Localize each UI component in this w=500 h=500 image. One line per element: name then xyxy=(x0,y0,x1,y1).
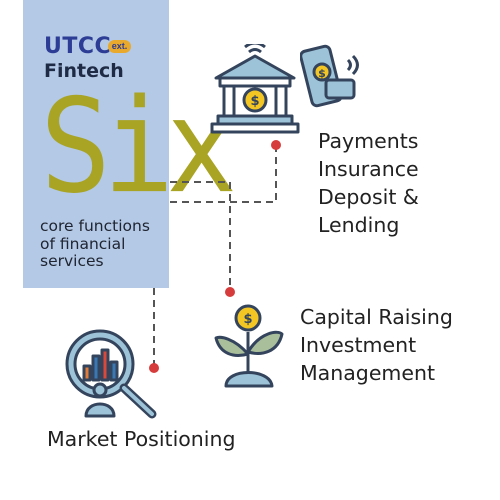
label-line: Deposit & xyxy=(318,185,419,209)
label-line: Lending xyxy=(318,213,400,237)
brand-badge: ext. xyxy=(108,40,131,53)
market-analysis-icon xyxy=(65,329,157,419)
connector-capital xyxy=(170,181,231,290)
label-line: Payments xyxy=(318,129,419,153)
title-panel xyxy=(23,0,169,288)
svg-text:$: $ xyxy=(250,94,259,109)
bank-icon: $ xyxy=(210,44,300,134)
brand-logo-utcc: UTCC xyxy=(44,34,112,59)
brand-product: Fintech xyxy=(44,60,124,82)
connector-dot-market xyxy=(149,363,159,373)
label-line: Capital Raising xyxy=(300,305,453,329)
label-line: Investment xyxy=(300,333,417,357)
tagline: core functions of financial services xyxy=(40,217,170,271)
label-payments-group: Payments Insurance Deposit & Lending xyxy=(318,127,419,239)
tagline-line: of financial xyxy=(40,234,126,253)
label-line: Insurance xyxy=(318,157,419,181)
connector-payments xyxy=(170,146,277,203)
connector-dot-payments xyxy=(271,140,281,150)
headline: Six xyxy=(40,70,237,222)
label-market-group: Market Positioning xyxy=(47,425,236,453)
connector-dot-capital xyxy=(225,287,235,297)
tagline-line: core functions xyxy=(40,217,150,235)
tagline-line: services xyxy=(40,252,104,270)
label-line: Market Positioning xyxy=(47,427,236,451)
mobile-payment-icon: $ xyxy=(300,44,359,108)
svg-text:$: $ xyxy=(318,67,326,80)
label-capital-group: Capital Raising Investment Management xyxy=(300,303,453,387)
svg-text:$: $ xyxy=(243,312,252,327)
money-plant-icon: $ xyxy=(214,304,284,388)
label-line: Management xyxy=(300,361,436,385)
